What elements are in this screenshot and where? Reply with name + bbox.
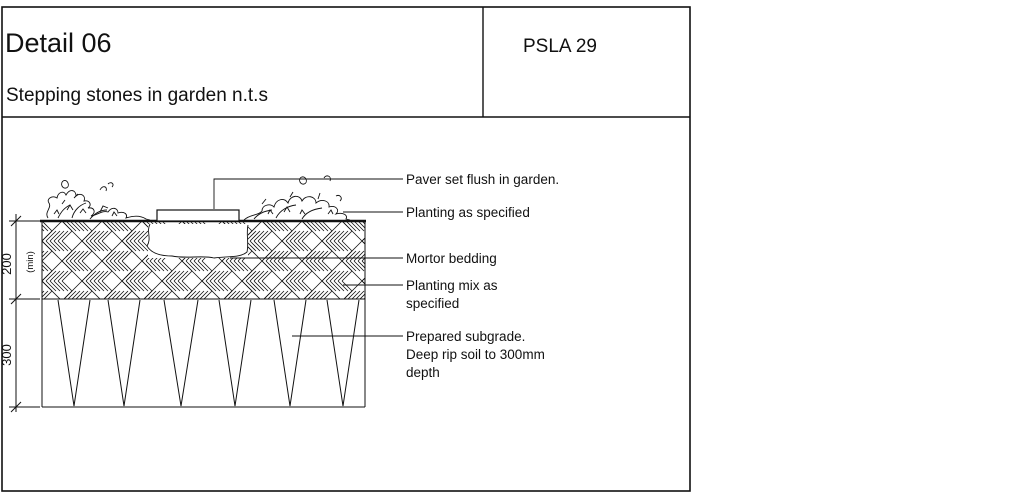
annotation-mortar: Mortor bedding — [406, 251, 497, 266]
sheet-border — [1, 6, 691, 492]
shrub-left — [46, 179, 151, 221]
annotation-paver: Paver set flush in garden. — [406, 172, 559, 187]
dimension-upper-note: (min) — [25, 251, 36, 273]
shrub-right — [243, 175, 351, 221]
annotations: Paver set flush in garden. Planting as s… — [406, 172, 559, 380]
dimension-upper-value: 200 — [0, 253, 14, 275]
prepared-subgrade — [41, 299, 366, 408]
title-block: Detail 06 Stepping stones in garden n.t.… — [1, 6, 691, 492]
detail-subtitle: Stepping stones in garden n.t.s — [6, 85, 268, 106]
section-graphic — [40, 175, 366, 408]
dimension-string — [9, 214, 40, 413]
detail-title: Detail 06 — [5, 28, 112, 58]
annotation-planting: Planting as specified — [406, 205, 530, 220]
mortar-bedding — [146, 223, 249, 259]
annotation-planting-mix: Planting mix as specified — [406, 278, 501, 311]
dimension-lower-value: 300 — [0, 344, 14, 366]
annotation-subgrade: Prepared subgrade. Deep rip soil to 300m… — [406, 329, 549, 380]
detail-code: PSLA 29 — [523, 36, 597, 57]
leader-lines — [213, 178, 403, 337]
leader-paver — [213, 178, 403, 209]
paver — [156, 209, 240, 222]
